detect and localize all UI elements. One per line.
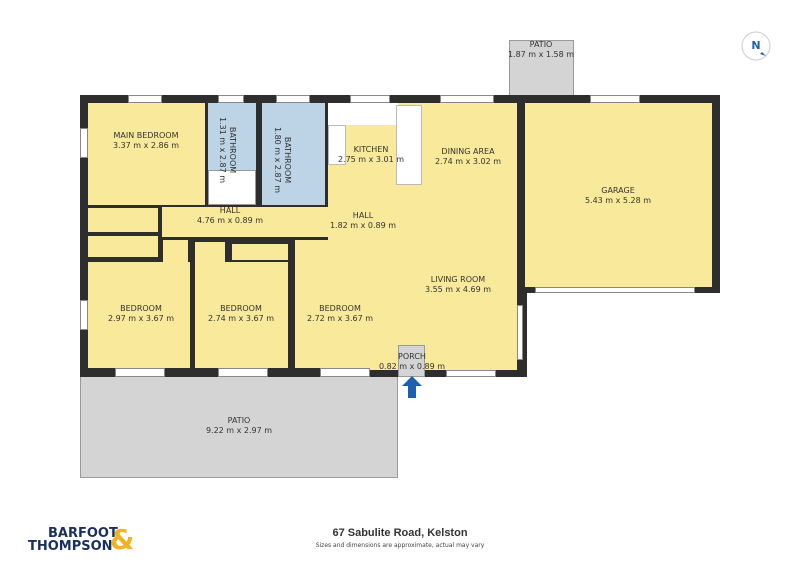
garage-door	[535, 287, 695, 293]
patio-bottom	[80, 375, 398, 478]
sliding-door	[446, 370, 496, 377]
shower	[208, 170, 256, 205]
logo-ampersand: &	[110, 523, 135, 556]
logo-line-1: BARFOOT	[48, 526, 118, 541]
window	[80, 300, 88, 330]
closet-2	[88, 236, 158, 257]
address: 67 Sabulite Road, Kelston	[332, 527, 468, 539]
bedroom-1-robe	[163, 240, 188, 262]
window	[440, 95, 494, 103]
disclaimer: Sizes and dimensions are approximate, ac…	[315, 542, 485, 549]
kitchen-bench	[328, 103, 398, 125]
brand-logo: BARFOOT THOMPSON &	[28, 523, 148, 567]
hall-1	[162, 207, 328, 237]
bedroom-2	[195, 262, 288, 368]
kitchen-island	[396, 105, 422, 185]
garage	[525, 103, 712, 287]
patio-top	[509, 40, 574, 98]
window	[80, 128, 88, 158]
bathroom-2	[262, 103, 325, 205]
cooktop	[328, 125, 346, 165]
north-compass-icon	[741, 31, 771, 61]
window	[128, 95, 162, 103]
window	[590, 95, 640, 103]
window	[350, 95, 390, 103]
porch	[398, 345, 425, 377]
bedroom-1	[88, 262, 190, 368]
bedroom-2-entry	[195, 242, 225, 262]
window	[218, 95, 244, 103]
sliding-door	[517, 305, 523, 360]
logo-line-2: THOMPSON	[28, 539, 113, 554]
main-bedroom	[88, 103, 205, 205]
window	[115, 368, 165, 377]
bedroom-3	[295, 240, 388, 368]
compass-label: N	[751, 39, 761, 52]
window	[320, 368, 370, 377]
closet-1	[88, 208, 158, 232]
bedroom-2-robe	[232, 244, 288, 260]
entry-arrow-icon	[402, 376, 422, 398]
window	[218, 368, 268, 377]
window	[276, 95, 310, 103]
